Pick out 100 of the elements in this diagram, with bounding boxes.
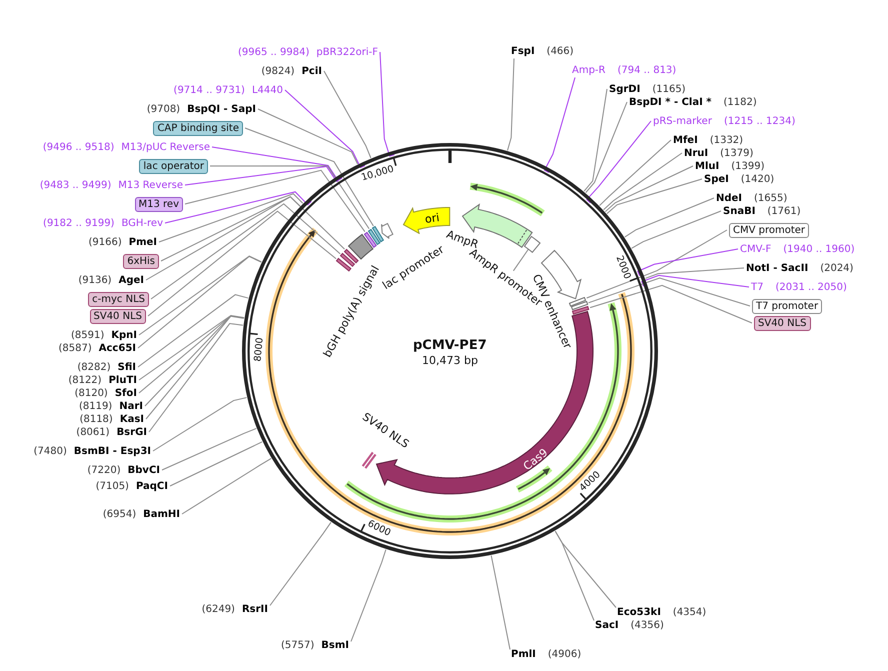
site-position: (6249) (202, 602, 235, 616)
site-position: (7105) (96, 480, 129, 492)
primer-position: (9182 .. 9199) (43, 216, 114, 230)
leader-line (170, 441, 263, 486)
enzyme-name: SfoI (114, 386, 137, 400)
leader-line (150, 203, 341, 300)
primer-name: M13 Reverse (118, 178, 183, 192)
site-position: (466) (546, 44, 574, 58)
feature-tag: 6xHis (123, 254, 159, 268)
leader-line (606, 178, 702, 214)
leader-line (604, 166, 694, 212)
leader-line (184, 170, 366, 232)
site-position: (9136) (78, 274, 112, 286)
leader-line (641, 274, 750, 288)
primer-name: BGH-rev (121, 216, 163, 230)
enzyme-name: SpeI (704, 172, 729, 186)
leader-line (138, 294, 249, 368)
enzyme-name: NdeI (716, 192, 742, 204)
leader-line (645, 268, 744, 279)
site-position: (8282) (77, 360, 111, 374)
primer-name: T7 (751, 280, 764, 294)
leader-line (258, 108, 358, 164)
leader-line (212, 146, 343, 182)
enzyme-name: BspQI - SapI (187, 102, 256, 116)
leader-line (210, 165, 370, 230)
leader-line (148, 210, 337, 316)
enzyme-name: SnaBI (723, 204, 756, 218)
enzyme-name: PaqCI (136, 480, 168, 492)
leader-line (184, 166, 342, 186)
feature-mark (363, 230, 378, 248)
enzyme-name: AgeI (118, 274, 144, 286)
site-position: (8118) (80, 412, 113, 426)
leader-line (152, 397, 248, 452)
leader-line (324, 70, 372, 158)
enzyme-name: PciI (302, 64, 322, 78)
site-position: (8591) (70, 328, 104, 342)
leader-line (585, 102, 628, 194)
site-position: (1379) (720, 146, 754, 160)
primer-position: (9496 .. 9518) (42, 140, 114, 154)
feature-tag: M13 rev (134, 196, 183, 212)
enzyme-name: KasI (120, 412, 144, 426)
feature-mark (371, 225, 386, 244)
leader-line (490, 554, 510, 650)
site-position: (8119) (78, 400, 112, 412)
feature-tag: c-myc NLS (88, 292, 149, 306)
leader-line (588, 277, 750, 306)
leader-line (603, 152, 682, 210)
site-position: (8122) (68, 374, 102, 386)
enzyme-name: BsmBI - Esp3I (74, 444, 151, 458)
primer-position: (2031 .. 2050) (775, 280, 847, 294)
leader-line (182, 458, 272, 514)
enzyme-name: KpnI (111, 328, 137, 342)
site-position: (7480) (34, 444, 67, 458)
feature-tag: SV40 NLS (90, 308, 146, 324)
primer-position: (9483 .. 9499) (40, 178, 112, 192)
feature-mark (338, 252, 356, 268)
site-position: (9708) (146, 102, 180, 116)
leader-line (270, 522, 332, 606)
enzyme-name: NruI (684, 146, 708, 160)
site-position: (1165) (652, 82, 686, 96)
enzyme-name: SacI (595, 618, 619, 632)
feature-tag: T7 promoter (752, 298, 822, 314)
leader-line (584, 88, 608, 192)
enzyme-name: MluI (695, 160, 720, 172)
primer-position: (1215 .. 1234) (724, 114, 796, 128)
leader-line (162, 428, 257, 470)
primer-position: (9965 .. 9984) (238, 46, 310, 58)
enzyme-name: BamHI (143, 508, 180, 520)
site-position: (1420) (740, 172, 774, 186)
site-position: (7220) (87, 464, 121, 476)
enzyme-name: NarI (119, 400, 143, 412)
leader-line (146, 196, 300, 280)
primer-name: pBR322ori-F (316, 46, 378, 58)
leader-line (380, 52, 395, 157)
enzyme-name: PmeI (128, 236, 157, 248)
site-position: (8061) (76, 426, 110, 438)
site-position: (1332) (710, 134, 744, 146)
feature-label: ori (424, 210, 440, 226)
primer-name: Amp-R (572, 64, 606, 76)
leader-line (586, 230, 728, 298)
leader-line (244, 128, 374, 226)
leader-line (160, 196, 346, 262)
site-position: (5757) (281, 638, 314, 652)
enzyme-name: MfeI (673, 134, 698, 146)
site-position: (1655) (754, 192, 788, 204)
site-position: (6954) (102, 508, 136, 520)
leader-line (590, 284, 752, 324)
leader-line (512, 248, 529, 272)
leader-line (544, 77, 576, 174)
feature-mark (571, 305, 590, 316)
site-position: (1182) (724, 96, 757, 108)
leader-line (599, 140, 672, 206)
site-position: (8587) (58, 342, 92, 354)
tick-label: 6000 (366, 518, 392, 540)
enzyme-name: FspI (511, 44, 535, 58)
leader-line (158, 193, 304, 242)
primer-position: (1940 .. 1960) (783, 242, 855, 256)
site-position: (1399) (731, 160, 764, 172)
feature-mark (334, 257, 352, 272)
primer-name: L4440 (252, 84, 283, 96)
